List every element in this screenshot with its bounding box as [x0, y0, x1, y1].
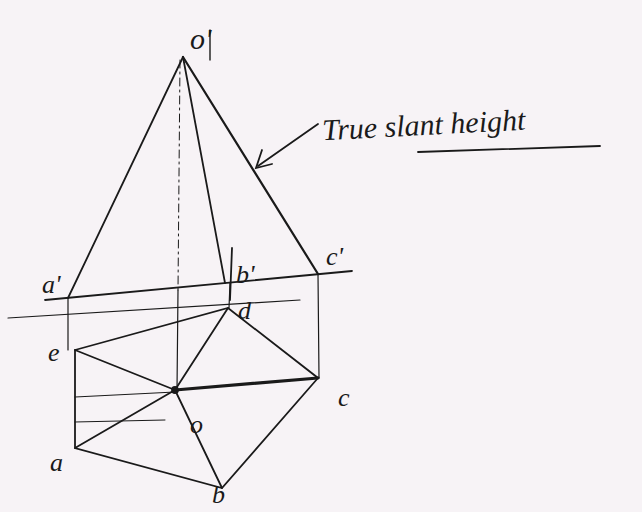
base-line [45, 271, 352, 300]
point-label: d [238, 298, 251, 324]
projector-line [229, 283, 230, 308]
projector-line [177, 290, 178, 390]
slant-edge [75, 390, 175, 448]
callout-text: True slant height [321, 105, 526, 146]
point-label: b' [236, 262, 255, 288]
point-label: o [190, 412, 203, 438]
projector-line [67, 298, 68, 350]
point-label: c [338, 385, 350, 411]
slant-edge [68, 57, 183, 298]
arrow-head [256, 150, 272, 168]
slant-edge [75, 350, 175, 390]
slant-edge [175, 308, 228, 390]
projector-line [318, 274, 319, 378]
view-label: o' [190, 24, 211, 54]
point-label: b [212, 482, 225, 508]
apex-point [172, 387, 178, 393]
point-label: c' [326, 244, 343, 270]
axis-line [178, 60, 180, 290]
reference-line [8, 300, 300, 318]
leader-line [258, 124, 318, 166]
projector-line [230, 248, 232, 300]
construction-line [75, 392, 175, 397]
point-label: a' [42, 272, 61, 298]
true-slant-edge [183, 57, 318, 274]
underline [418, 146, 600, 152]
slant-edge [175, 378, 318, 390]
construction-line [75, 420, 165, 422]
point-label: a [50, 450, 63, 476]
point-label: e [48, 340, 60, 366]
pentagon-outline [75, 308, 318, 488]
slant-edge [175, 390, 222, 488]
